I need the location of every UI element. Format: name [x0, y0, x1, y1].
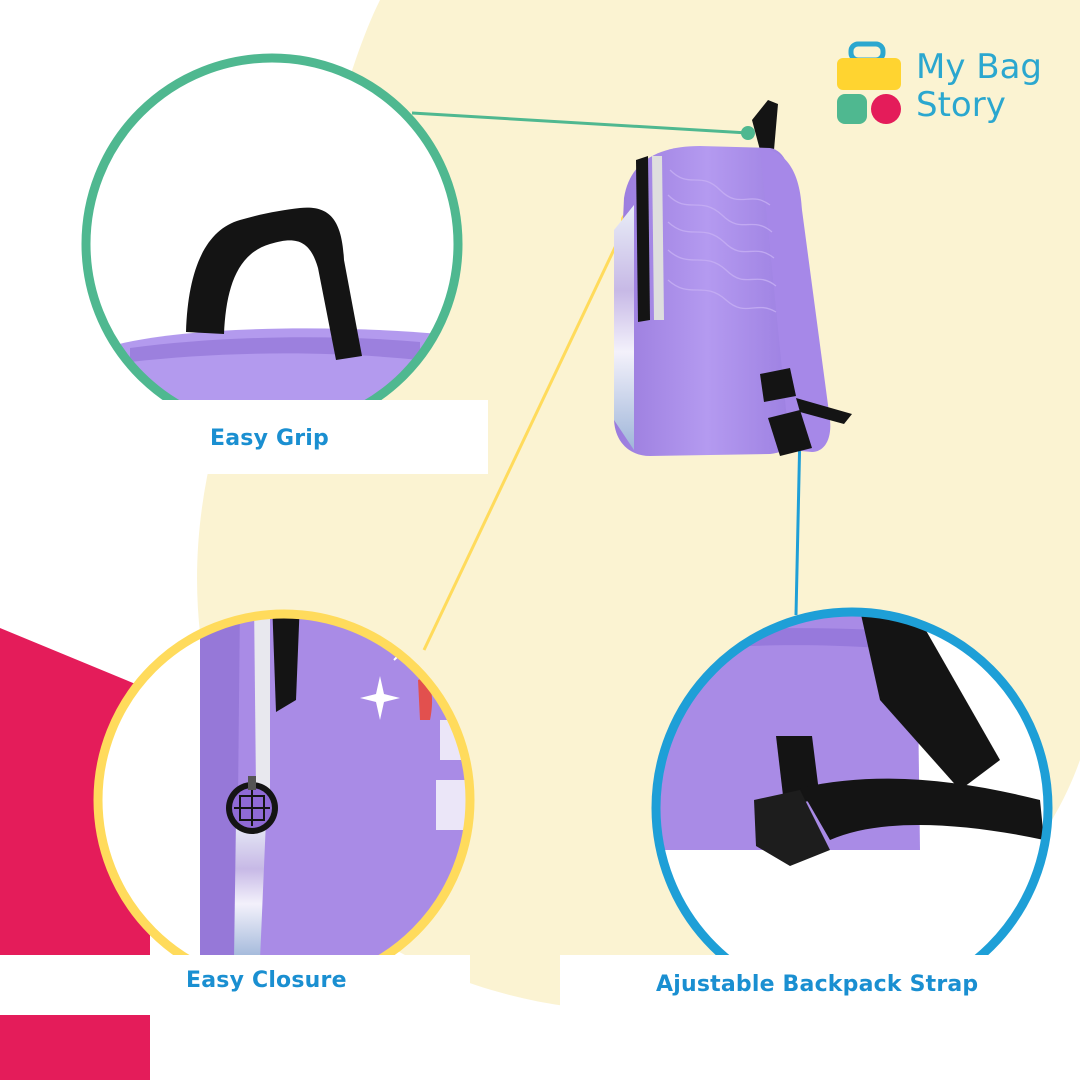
easy-closure-label: Easy Closure: [186, 968, 347, 993]
brand-name-line1: My Bag: [916, 47, 1043, 87]
strap-label-plate: [560, 955, 1080, 1015]
bag-blocks-logo: [837, 41, 901, 124]
easy-closure-circle: [93, 609, 475, 991]
adjustable-strap-label: Ajustable Backpack Strap: [656, 972, 979, 997]
brand-name: My Bag Story: [916, 48, 1042, 124]
adjustable-strap-circle: [651, 607, 1053, 1009]
brand-name-line2: Story: [916, 85, 1006, 125]
easy-grip-label: Easy Grip: [210, 426, 329, 451]
backpack-side-view: [614, 100, 852, 456]
easy-grip-label-plate: [108, 400, 488, 474]
easy-closure-label-plate: [0, 955, 470, 1015]
